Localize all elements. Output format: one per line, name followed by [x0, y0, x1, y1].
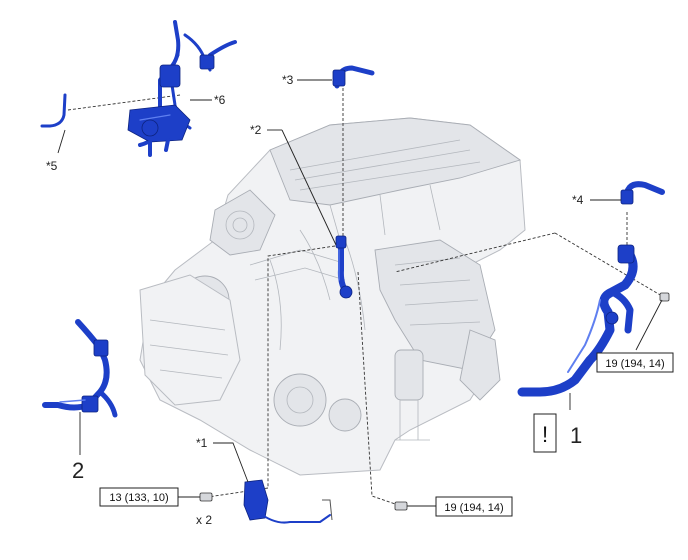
reference-number-1: 1: [570, 423, 582, 448]
callout-5: *5: [46, 159, 58, 173]
hose-5: [40, 93, 67, 128]
hose-assembly-6: [127, 20, 237, 157]
torque-spec-box-13: 13 (133, 10): [99, 487, 179, 507]
callout-6: *6: [214, 93, 226, 107]
caution-exclamation-icon: !: [542, 422, 548, 447]
torque-spec-box-19-right: 19 (194, 14): [596, 352, 674, 373]
callout-2: *2: [250, 123, 262, 137]
torque-spec-box-19-bottom: 19 (194, 14): [435, 496, 513, 517]
hose-part-1: [517, 244, 638, 397]
callout-3: *3: [282, 73, 294, 87]
hose-3: [332, 65, 375, 89]
torque-spec-text: 19 (194, 14): [444, 502, 503, 514]
torque-spec-text: 19 (194, 14): [605, 358, 664, 370]
hose-part-2: [42, 319, 118, 418]
quantity-label: x 2: [196, 513, 212, 527]
bracket-1: [243, 479, 333, 524]
callout-1: *1: [196, 436, 208, 450]
leader-lines: [57, 79, 663, 507]
bolt-icon: [199, 292, 670, 511]
torque-spec-text: 13 (133, 10): [109, 492, 168, 504]
engine-assembly: [139, 117, 526, 476]
hose-2: [335, 235, 353, 299]
caution-box: !: [533, 413, 557, 453]
callout-4: *4: [572, 193, 584, 207]
hose-4: [620, 181, 665, 205]
reference-number-2: 2: [72, 458, 84, 483]
